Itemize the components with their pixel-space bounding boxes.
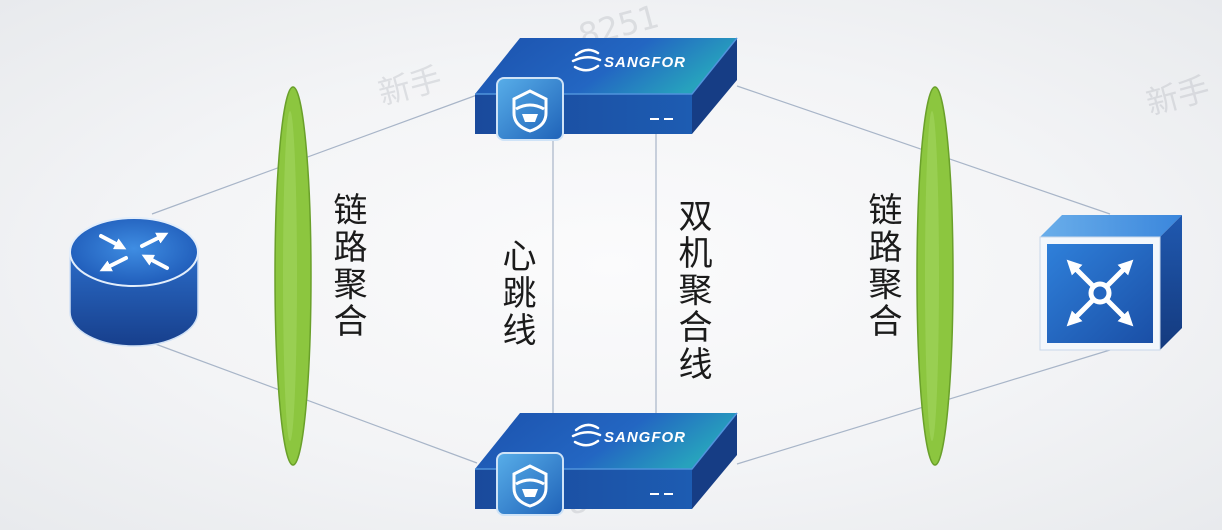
shield-icon [512,89,548,133]
link-aggregation-left-ellipse [274,86,312,466]
firewall-side-face [692,413,737,509]
router-top [69,217,199,287]
dual-aggregation-line-label: 双机聚合线 [672,198,712,383]
router-icon [99,232,169,272]
port-indicator [664,493,673,495]
switch-side-face [1160,215,1182,350]
router-to-bottom-firewall-line [149,341,478,464]
port-indicator [650,493,659,495]
ellipse-highlight [925,111,939,441]
sangfor-logo-icon [571,423,602,447]
switch-icon [1066,259,1134,327]
link-aggregation-left-label: 链路聚合 [327,192,367,340]
brand-label: SANGFOR [604,429,686,446]
switch-top-face [1040,215,1182,237]
router-to-top-firewall-line [151,94,478,215]
sangfor-logo-icon [571,48,602,72]
switch [1039,215,1182,351]
firewall-badge [496,77,564,141]
brand-label: SANGFOR [604,54,686,71]
firewall-side-face [692,38,737,134]
firewall-bottom: SANGFOR [475,412,738,516]
router [69,217,199,347]
link-aggregation-right-ellipse [916,86,954,466]
firewall-badge [496,452,564,516]
ellipse-highlight [283,111,297,441]
firewall-top: SANGFOR [475,37,738,141]
heartbeat-line-label: 心跳线 [496,238,536,349]
link-aggregation-right-label: 链路聚合 [862,192,902,340]
port-indicator [664,118,673,120]
shield-icon [512,464,548,508]
port-indicator [650,118,659,120]
